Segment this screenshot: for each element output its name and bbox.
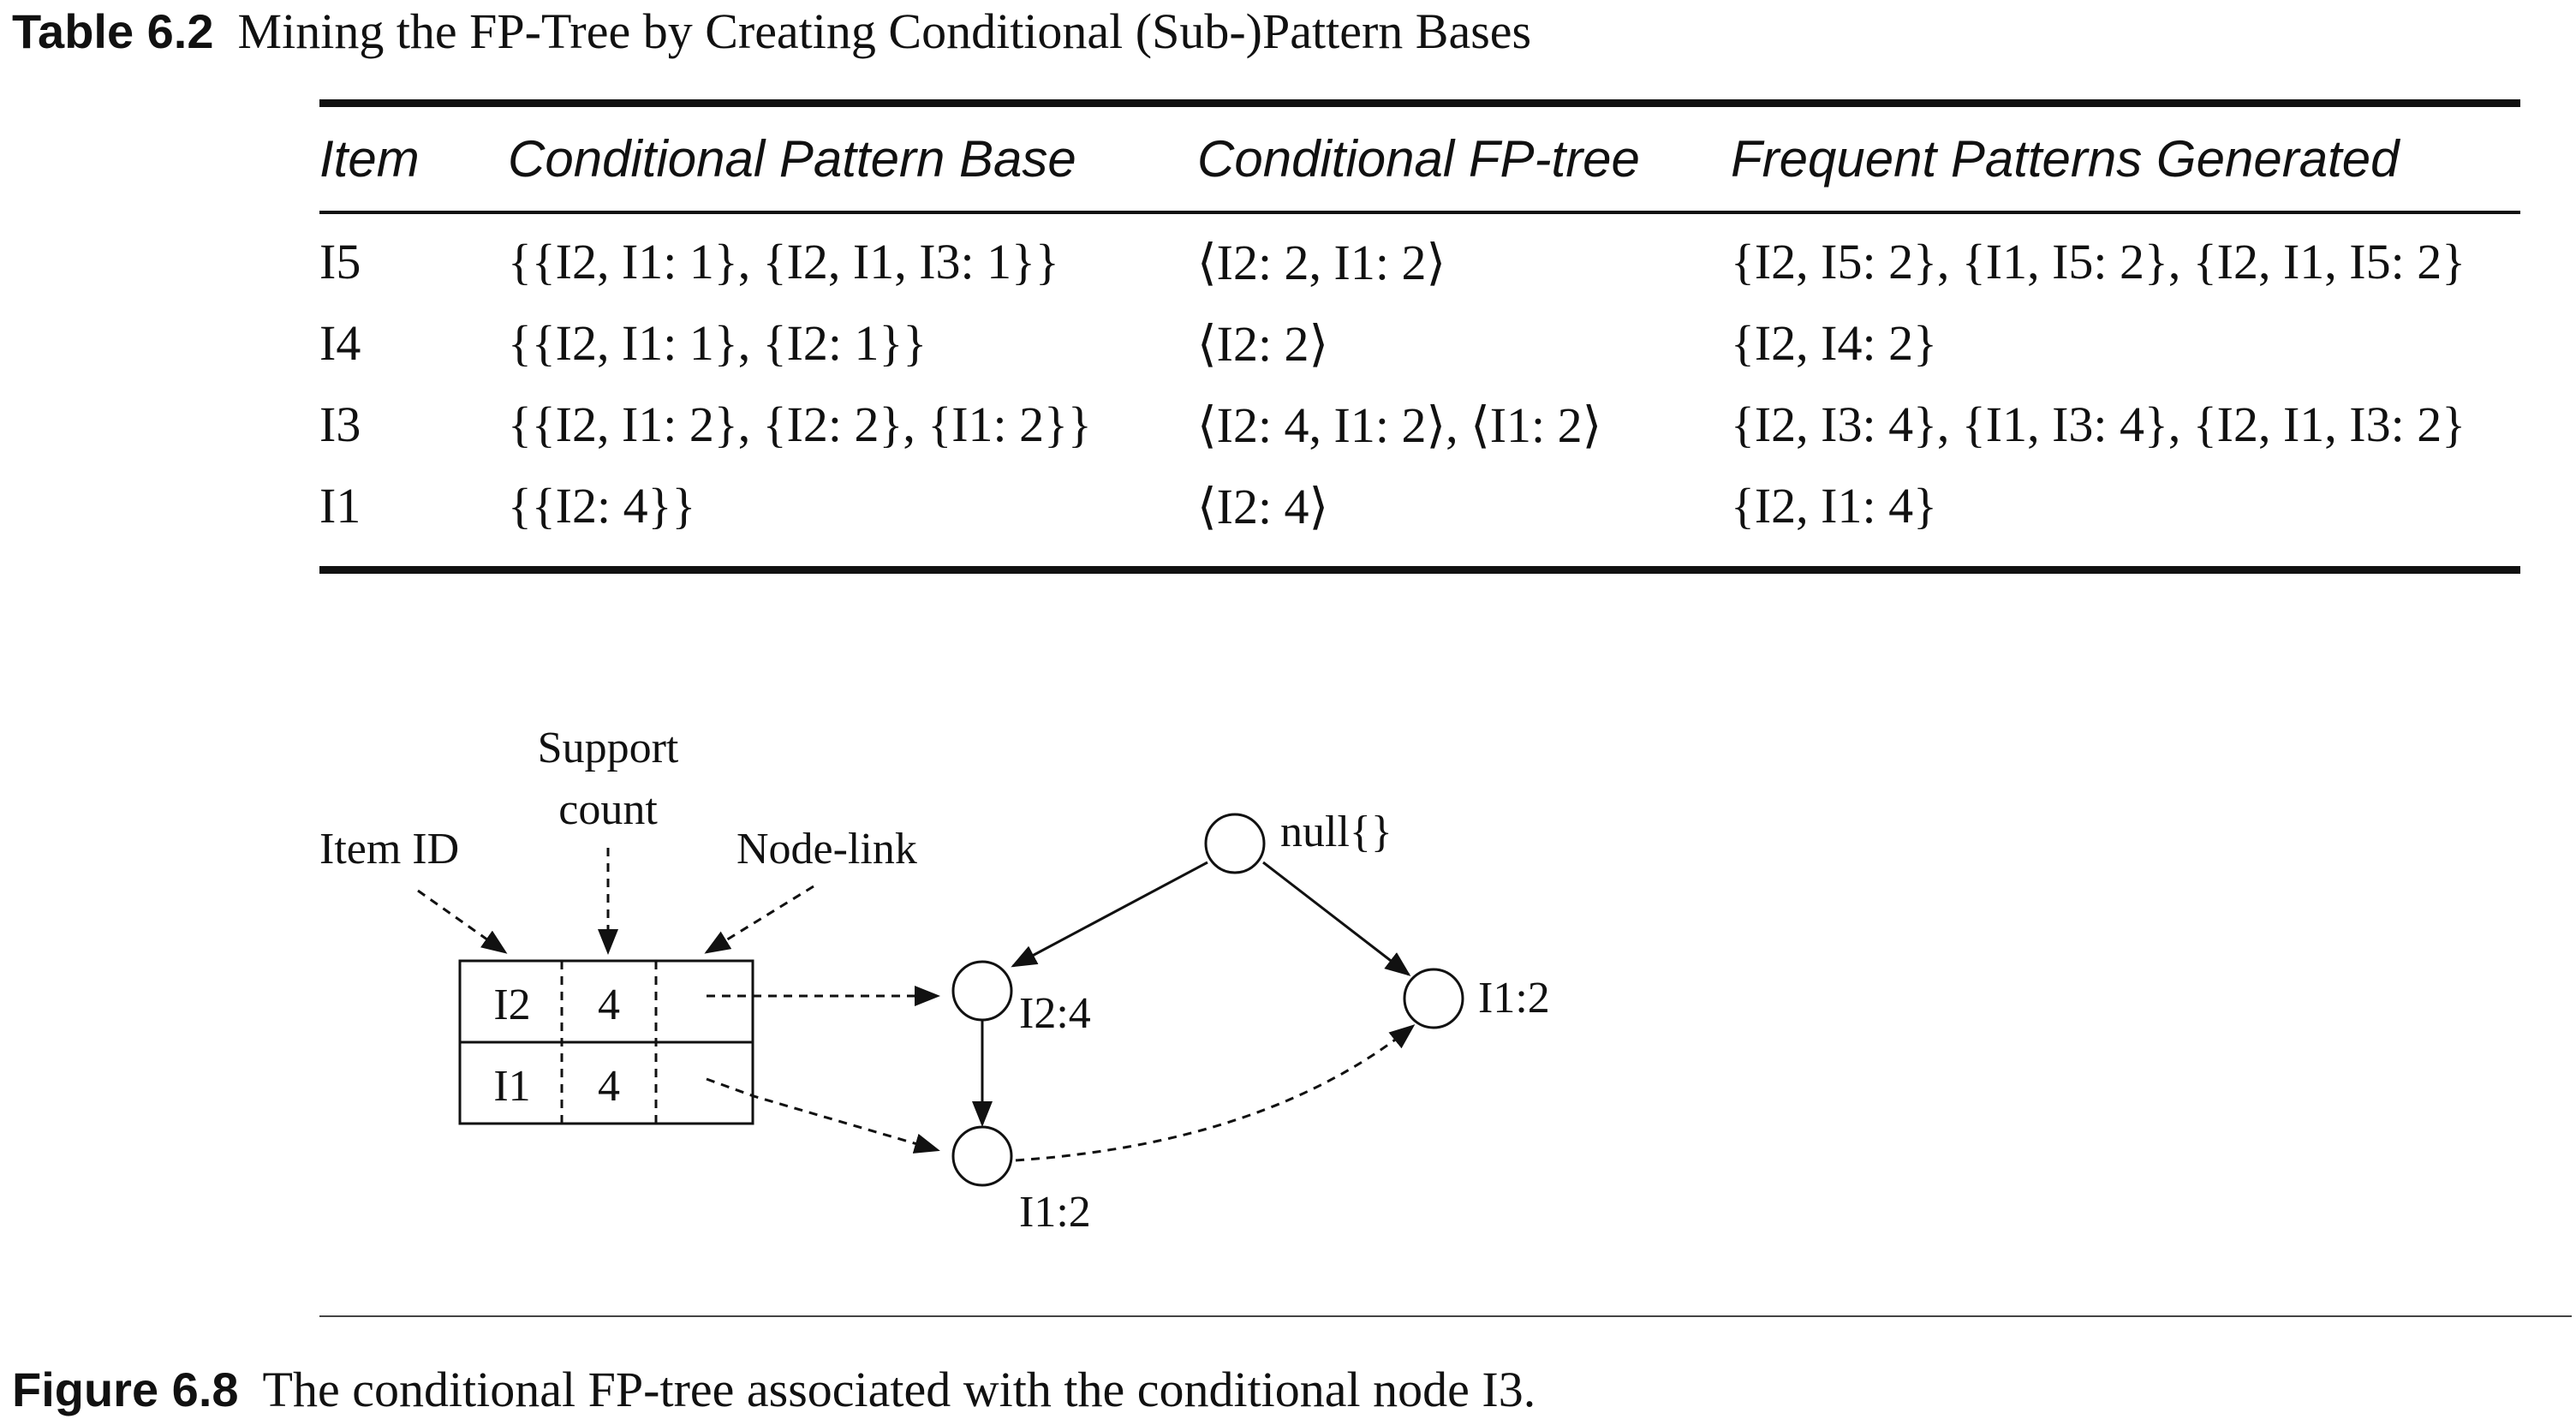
item-id-pointer-arrow bbox=[417, 889, 508, 954]
table-row: I3 {{I2, I1: 2}, {I2: 2}, {I1: 2}} ⟨I2: … bbox=[319, 384, 2520, 465]
support-count-label-line2: count bbox=[558, 785, 658, 834]
pattern-bases-table: Item Conditional Pattern Base Conditiona… bbox=[319, 107, 2520, 546]
cell-frequent-patterns: {I2, I4: 2} bbox=[1731, 315, 1937, 371]
cell-frequent-patterns: {I2, I3: 4}, {I1, I3: 4}, {I2, I1, I3: 2… bbox=[1731, 396, 2466, 452]
cell-fp-tree: ⟨I2: 4, I1: 2⟩, ⟨I1: 2⟩ bbox=[1197, 396, 1602, 453]
cell-item: I5 bbox=[319, 234, 361, 289]
cell-fp-tree: ⟨I2: 2, I1: 2⟩ bbox=[1197, 234, 1446, 290]
header-count-i2: 4 bbox=[598, 981, 620, 1029]
column-header-item: Item bbox=[319, 130, 420, 188]
cell-pattern-base: {{I2, I1: 1}, {I2: 1}} bbox=[508, 315, 927, 371]
table-row: I1 {{I2: 4}} ⟨I2: 4⟩ {I2, I1: 4} bbox=[319, 465, 2520, 546]
table-header-rule bbox=[319, 211, 2520, 214]
cell-item: I4 bbox=[319, 315, 361, 371]
edge-root-to-i1-right bbox=[1262, 861, 1411, 976]
node-link-i1 bbox=[706, 1077, 940, 1154]
edge-root-to-i2 bbox=[1011, 861, 1208, 968]
column-header-conditional-pattern-base: Conditional Pattern Base bbox=[508, 130, 1076, 188]
support-count-label-line1: Support bbox=[538, 724, 679, 772]
cell-fp-tree: ⟨I2: 2⟩ bbox=[1197, 315, 1329, 372]
header-item-i1: I1 bbox=[493, 1062, 530, 1111]
node-link-pointer-arrow bbox=[704, 885, 814, 954]
table-row: I4 {{I2, I1: 1}, {I2: 1}} ⟨I2: 2⟩ {I2, I… bbox=[319, 302, 2520, 384]
figure-caption-text: The conditional FP-tree associated with … bbox=[262, 1362, 1536, 1417]
header-count-i1: 4 bbox=[598, 1062, 620, 1111]
node-i1-left bbox=[951, 1125, 1013, 1187]
column-header-conditional-fp-tree: Conditional FP-tree bbox=[1197, 130, 1640, 188]
cell-pattern-base: {{I2: 4}} bbox=[508, 478, 696, 534]
node-i2-label: I2:4 bbox=[1019, 989, 1091, 1038]
column-header-frequent-patterns: Frequent Patterns Generated bbox=[1731, 130, 2400, 188]
node-link-label: Node-link bbox=[736, 825, 917, 873]
cell-frequent-patterns: {I2, I1: 4} bbox=[1731, 478, 1937, 534]
figure-caption-label: Figure 6.8 bbox=[12, 1362, 239, 1416]
node-i1-left-label: I1:2 bbox=[1019, 1188, 1091, 1237]
table-top-rule bbox=[319, 99, 2520, 107]
figure-caption: Figure 6.8 The conditional FP-tree associ… bbox=[12, 1365, 1535, 1415]
header-item-i2: I2 bbox=[493, 981, 530, 1029]
root-node bbox=[1204, 813, 1266, 874]
cell-fp-tree: ⟨I2: 4⟩ bbox=[1197, 478, 1329, 534]
node-i1-right-label: I1:2 bbox=[1478, 974, 1550, 1023]
cell-pattern-base: {{I2, I1: 2}, {I2: 2}, {I1: 2}} bbox=[508, 396, 1092, 452]
table-row: I5 {{I2, I1: 1}, {I2, I1, I3: 1}} ⟨I2: 2… bbox=[319, 211, 2520, 302]
table-caption-label: Table 6.2 bbox=[12, 4, 214, 58]
cell-item: I1 bbox=[319, 478, 361, 534]
header-table: I2 4 I1 4 bbox=[458, 959, 754, 1125]
node-i2 bbox=[951, 960, 1013, 1022]
figure-caption-rule bbox=[319, 1315, 2572, 1317]
node-i1-right bbox=[1403, 968, 1464, 1029]
table-header-row: Item Conditional Pattern Base Conditiona… bbox=[319, 107, 2520, 211]
cell-frequent-patterns: {I2, I5: 2}, {I1, I5: 2}, {I2, I1, I5: 2… bbox=[1731, 234, 2466, 289]
table-bottom-rule bbox=[319, 566, 2520, 574]
cell-pattern-base: {{I2, I1: 1}, {I2, I1, I3: 1}} bbox=[508, 234, 1059, 289]
table-caption-text: Mining the FP-Tree by Creating Condition… bbox=[237, 3, 1532, 59]
node-link-i1-chain bbox=[1015, 1024, 1416, 1162]
root-node-label: null{} bbox=[1280, 808, 1392, 856]
item-id-label: Item ID bbox=[319, 825, 459, 873]
cell-item: I3 bbox=[319, 396, 361, 452]
